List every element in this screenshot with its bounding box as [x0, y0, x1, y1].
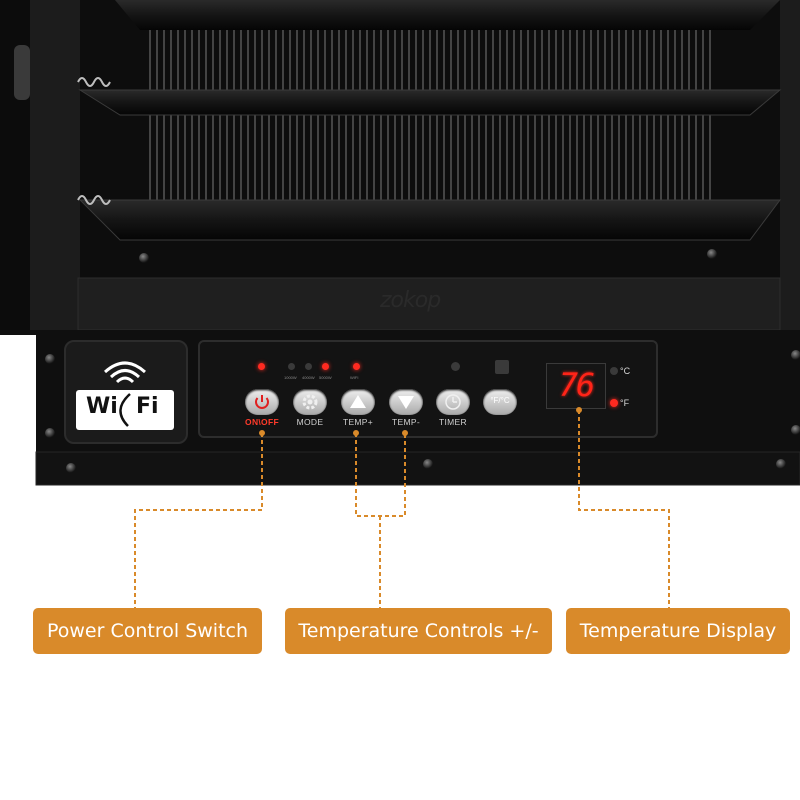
wifi-icon	[103, 361, 147, 384]
mode-button[interactable]	[293, 389, 327, 415]
celsius-label: °C	[620, 366, 631, 376]
wifi-slash-icon	[119, 393, 131, 427]
temperature-value: 76	[558, 366, 596, 404]
gear-icon	[302, 394, 318, 410]
power-led	[258, 363, 265, 370]
power-icon	[255, 395, 269, 409]
indicator-label: 1000W	[284, 375, 297, 380]
callout-temperature-display: Temperature Display	[566, 608, 790, 654]
screw	[707, 249, 717, 259]
mode-led-1	[288, 363, 295, 370]
screw	[423, 459, 433, 469]
temp-up-label: TEMP+	[342, 417, 374, 427]
unit-switch-label: °F/°C	[490, 396, 510, 405]
wifi-badge-right: Fi	[136, 394, 159, 419]
screw	[45, 428, 55, 438]
callout-temperature-controls: Temperature Controls +/-	[285, 608, 552, 654]
indicator-label: WIFI	[350, 375, 359, 380]
wifi-badge: Wi Fi	[76, 390, 174, 430]
mode-button-label: MODE	[296, 417, 324, 427]
clock-icon	[445, 394, 461, 410]
temp-down-button[interactable]	[389, 389, 423, 415]
timer-led	[451, 362, 460, 371]
unit-switch-button[interactable]: °F/°C	[483, 389, 517, 415]
temp-up-button[interactable]	[341, 389, 375, 415]
sensor-window	[495, 360, 509, 374]
triangle-up-icon	[350, 395, 366, 408]
timer-button-label: TIMER	[439, 417, 467, 427]
indicator-label: 4000W	[302, 375, 315, 380]
callout-power-control: Power Control Switch	[33, 608, 262, 654]
power-button-label: ON\OFF	[245, 417, 279, 427]
mode-led-2	[305, 363, 312, 370]
celsius-led	[610, 367, 618, 375]
triangle-down-icon	[398, 396, 414, 409]
brand-logo: zokop	[380, 288, 441, 313]
power-button[interactable]	[245, 389, 279, 415]
screw	[791, 350, 800, 360]
heater-grille-illustration	[0, 0, 800, 486]
wifi-led	[353, 363, 360, 370]
temp-down-label: TEMP-	[392, 417, 420, 427]
indicator-label: 5000W	[319, 375, 332, 380]
fahrenheit-label: °F	[620, 398, 630, 408]
screw	[66, 463, 76, 473]
wifi-badge-left: Wi	[86, 394, 118, 419]
mode-led-3	[322, 363, 329, 370]
screw	[45, 354, 55, 364]
screw	[791, 425, 800, 435]
temperature-display: 76	[546, 363, 606, 409]
fahrenheit-led	[610, 399, 618, 407]
timer-button[interactable]	[436, 389, 470, 415]
screw	[776, 459, 786, 469]
screw	[139, 253, 149, 263]
